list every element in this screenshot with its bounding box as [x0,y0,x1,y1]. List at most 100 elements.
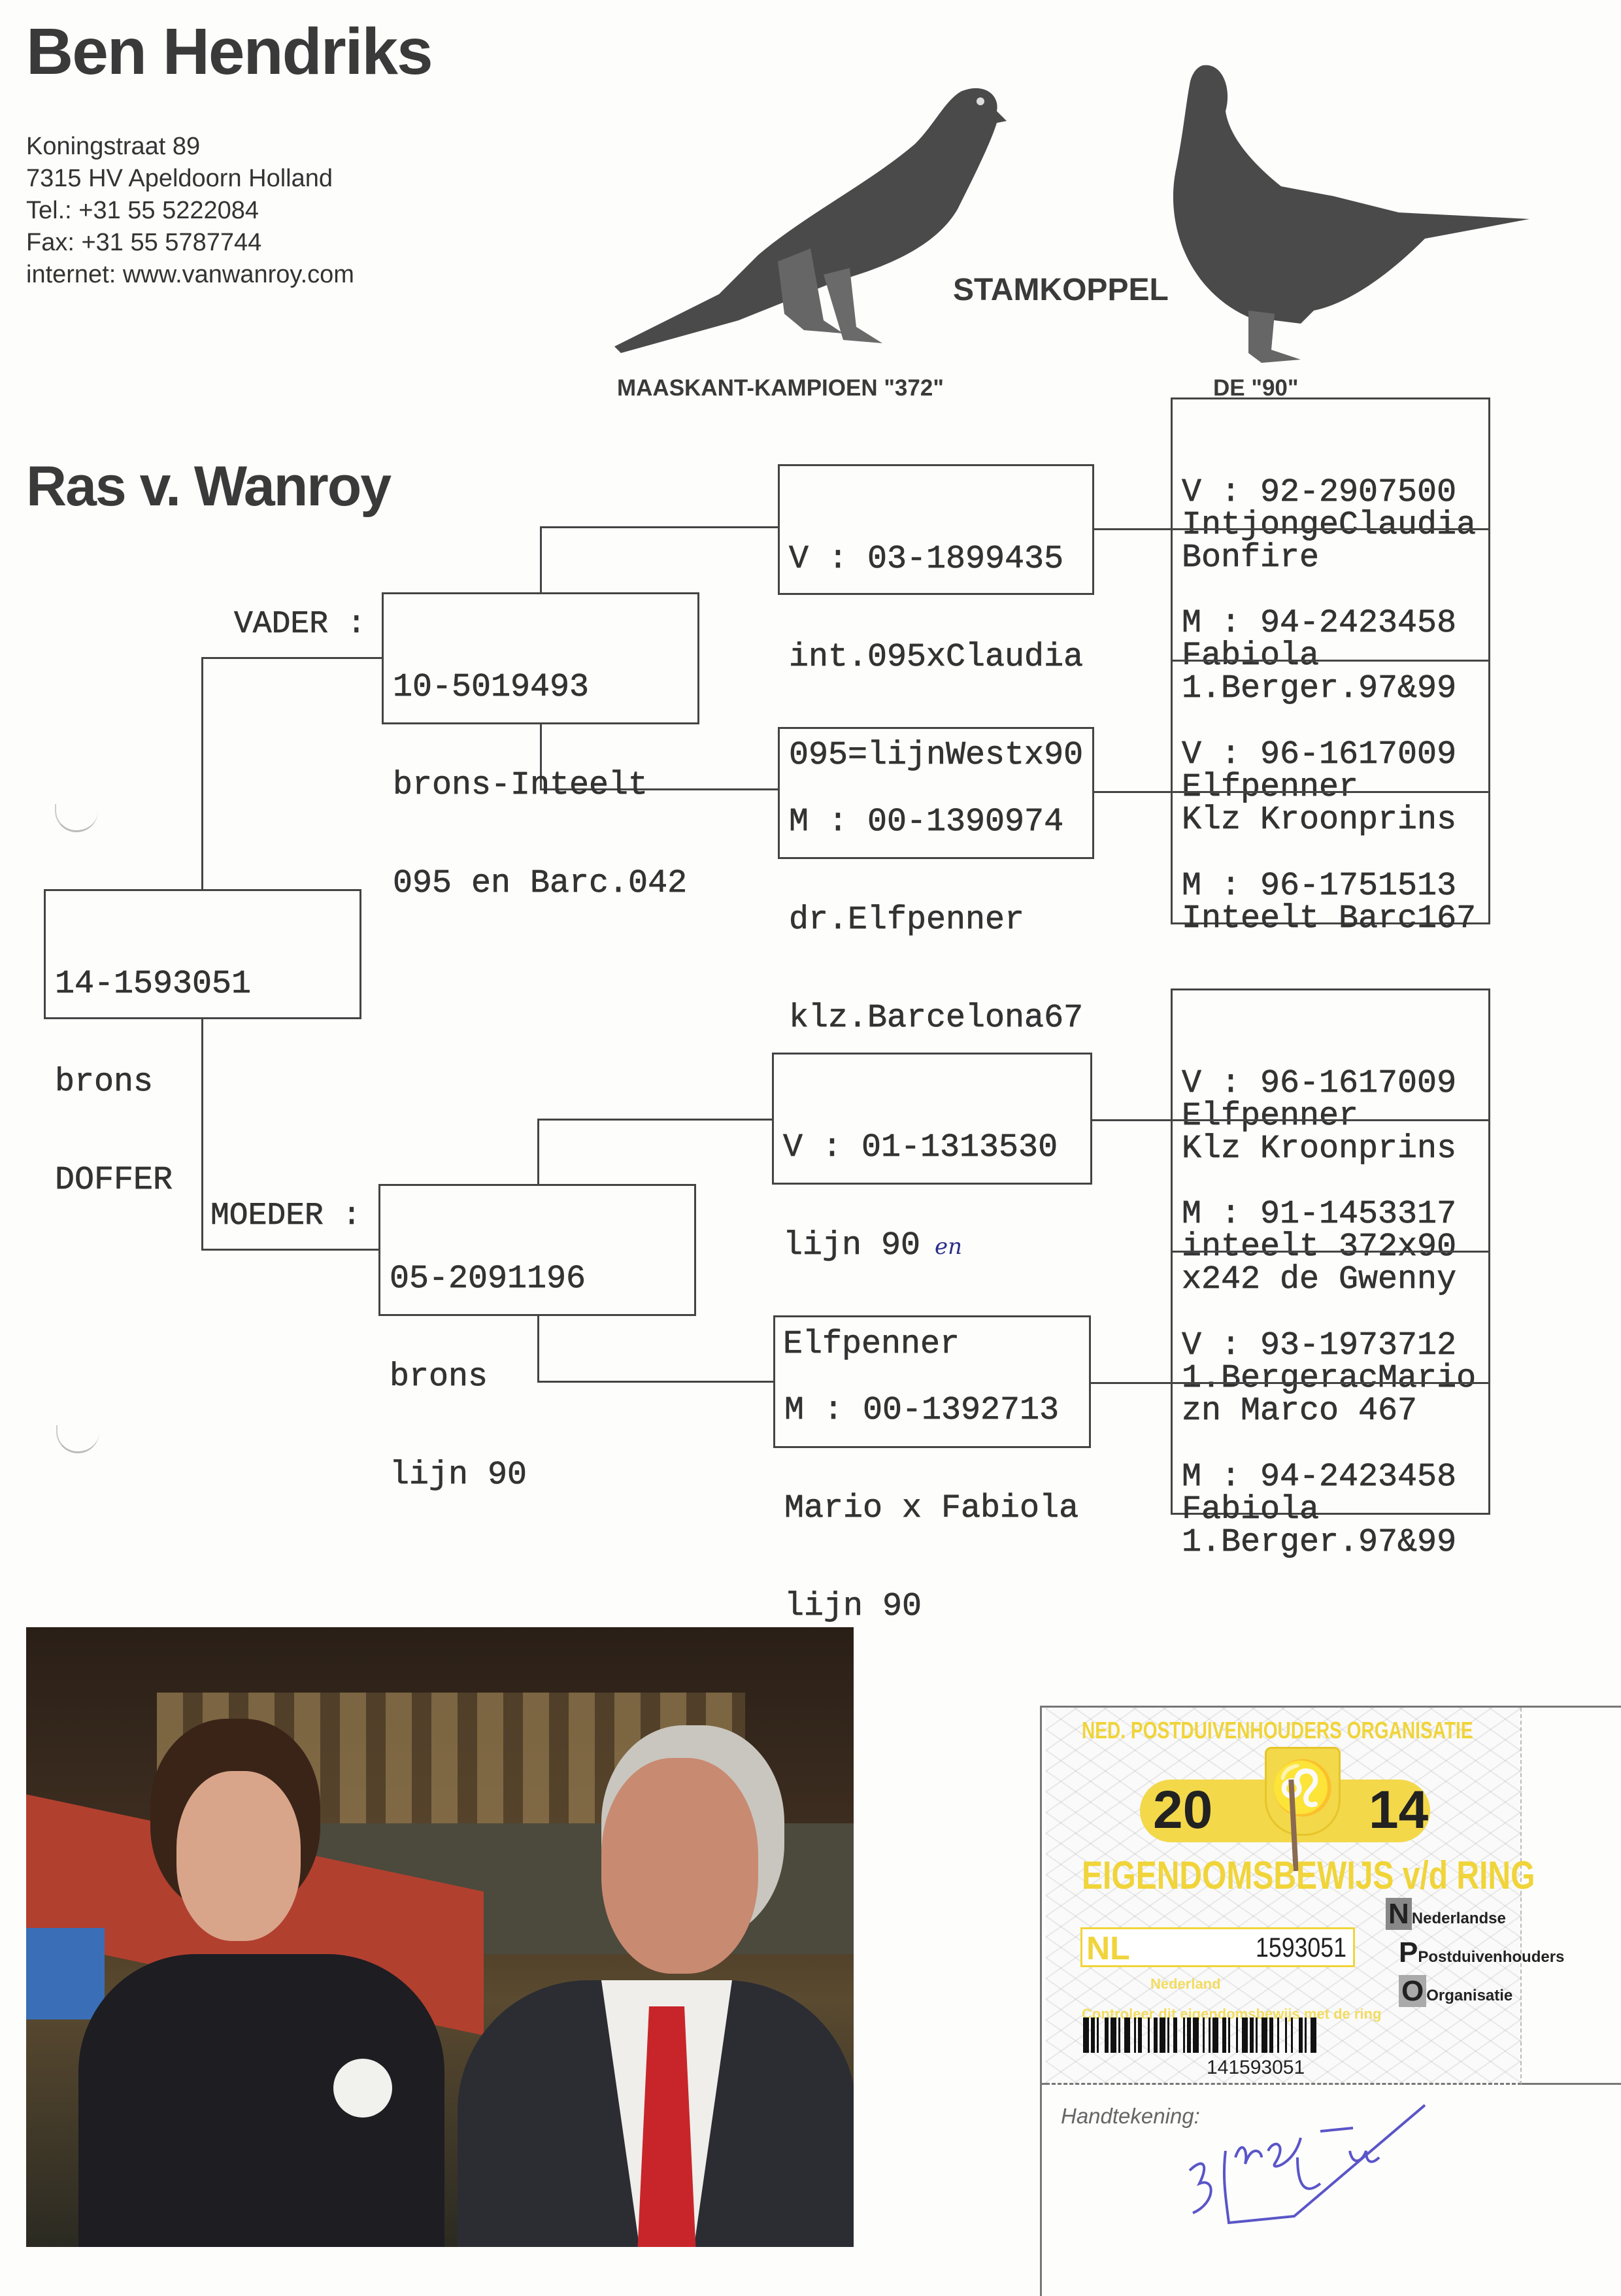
barcode-bar [1083,2017,1089,2053]
address-website: internet: www.vanwanroy.com [26,261,354,288]
moeder-label: MOEDER : [210,1198,361,1234]
barcode-bar [1293,2017,1299,2053]
description: 1.Berger.97&99 [1182,670,1457,707]
barcode-bar [1173,2017,1177,2053]
barcode-bar [1142,2017,1148,2053]
npo-word: Postduivenhouders [1418,1948,1565,1966]
barcode-bar [1193,2017,1199,2053]
connector-line [537,1119,773,1121]
connector-line [537,1381,773,1383]
ring-number: V : 96-1617009 [1182,736,1457,773]
connector-line [1094,528,1171,530]
connector-line [540,724,542,790]
barcode-bar [1134,2017,1136,2053]
check-instruction: Controleer dit eigendomsbewijs met de ri… [1082,2006,1382,2022]
connector-line [540,526,542,592]
description: IntjongeClaudia [1182,507,1477,544]
description: dr.Elfpenner [789,902,1025,939]
connector-line [201,657,382,659]
region-label: Nederland [1150,1976,1221,1992]
barcode-bar [1222,2017,1226,2053]
org-name: NED. POSTDUIVENHOUDERS ORGANISATIE [1082,1717,1473,1744]
barcode-bar [1291,2017,1293,2053]
barcode-bar [1236,2017,1238,2053]
year-right: 14 [1369,1780,1429,1840]
granddam-maternal-box: M : 00-1392713 Mario x Fabiola lijn 90 [773,1315,1091,1623]
description: brons-Inteelt [393,767,648,804]
ring-number: V : 01-1313530 [783,1129,1058,1166]
handwritten-note: en [935,1234,963,1260]
barcode-bar [1299,2017,1303,2053]
ring-number: M : 00-1390974 [789,803,1064,841]
ownership-certificate-card: NED. POSTDUIVENHOUDERS ORGANISATIE ♌ 20 … [1046,1708,1564,2085]
description: Inteelt Barc167 [1182,900,1477,937]
barcode-bar [1230,2017,1236,2053]
description: lijn 90 [784,1588,922,1625]
moeder-box: 05-2091196 brons lijn 90 [378,1184,696,1492]
barcode-number: 141593051 [1207,2057,1305,2078]
punch-hole-mark [55,804,98,832]
barcode-bar [1160,2017,1165,2053]
pigeon-right-caption: DE "90" [1213,375,1299,401]
barcode-bar [1212,2017,1218,2053]
photo-corsage [333,2059,392,2118]
description: Fabiola [1182,637,1320,675]
address-phone: Tel.: +31 55 5222084 [26,197,259,224]
photo-umbrella [26,1928,105,2019]
strain-title: Ras v. Wanroy [26,455,392,518]
description: Elfpenner [1182,1098,1359,1135]
photo-man-face [601,1758,758,1974]
connector-line [540,788,778,790]
description: x242 de Gwenny [1182,1261,1457,1298]
barcode-bar [1099,2017,1105,2053]
lion-crest-icon: ♌ [1265,1747,1341,1836]
barcode-bar [1285,2017,1287,2053]
barcode-bar [1183,2017,1185,2053]
description: 1.BergeracMario [1182,1360,1477,1397]
connector-line [201,1019,203,1250]
barcode-bar [1256,2017,1258,2053]
connector-line [537,1119,539,1184]
ring-number: 10-5019493 [393,669,590,706]
vader-label: VADER : [234,607,366,643]
barcode-bar [1111,2017,1116,2053]
barcode-bar [1242,2017,1248,2053]
certificate-frame [1040,1706,1621,2296]
barcode-bar [1097,2017,1099,2053]
description: Fabiola [1182,1491,1320,1528]
pigeon-left-caption: MAASKANT-KAMPIOEN "372" [617,375,944,401]
description: lijn 90 [390,1457,527,1494]
barcode-bar [1305,2017,1307,2053]
barcode-bar [1228,2017,1230,2053]
description: int.095xClaudia [789,639,1084,676]
barcode-bar [1154,2017,1158,2053]
description: Elfpenner [1182,769,1359,806]
granddam-paternal-box: M : 00-1390974 dr.Elfpenner klz.Barcelon… [778,727,1094,1035]
sex: DOFFER [55,1162,173,1199]
color: brons [55,1064,154,1101]
punch-hole-mark [56,1425,99,1453]
description: Klz Kroonprins [1182,802,1457,839]
address-city: 7315 HV Apeldoorn Holland [26,165,333,192]
ring-number: M : 00-1392713 [784,1392,1060,1429]
ring-number: M : 94-2423458 [1182,1459,1457,1496]
barcode-bar [1316,2017,1318,2053]
ring-number: V : 93-1973712 [1182,1327,1457,1364]
barcode-bar [1091,2017,1095,2053]
connector-line [1092,1119,1171,1121]
description: zn Marco 467 [1182,1393,1418,1430]
photo-woman-jacket [78,1954,444,2247]
npo-letter: O [1399,1975,1427,2007]
barcode-bar [1262,2017,1267,2053]
stamkoppel-label: STAMKOPPEL [953,273,1169,307]
barcode-bar [1124,2017,1130,2053]
barcode-bar [1269,2017,1273,2053]
npo-word: Nederlandse [1411,1910,1506,1927]
barcode-bar [1148,2017,1150,2053]
vader-box: 10-5019493 brons-Inteelt 095 en Barc.042 [382,592,699,900]
